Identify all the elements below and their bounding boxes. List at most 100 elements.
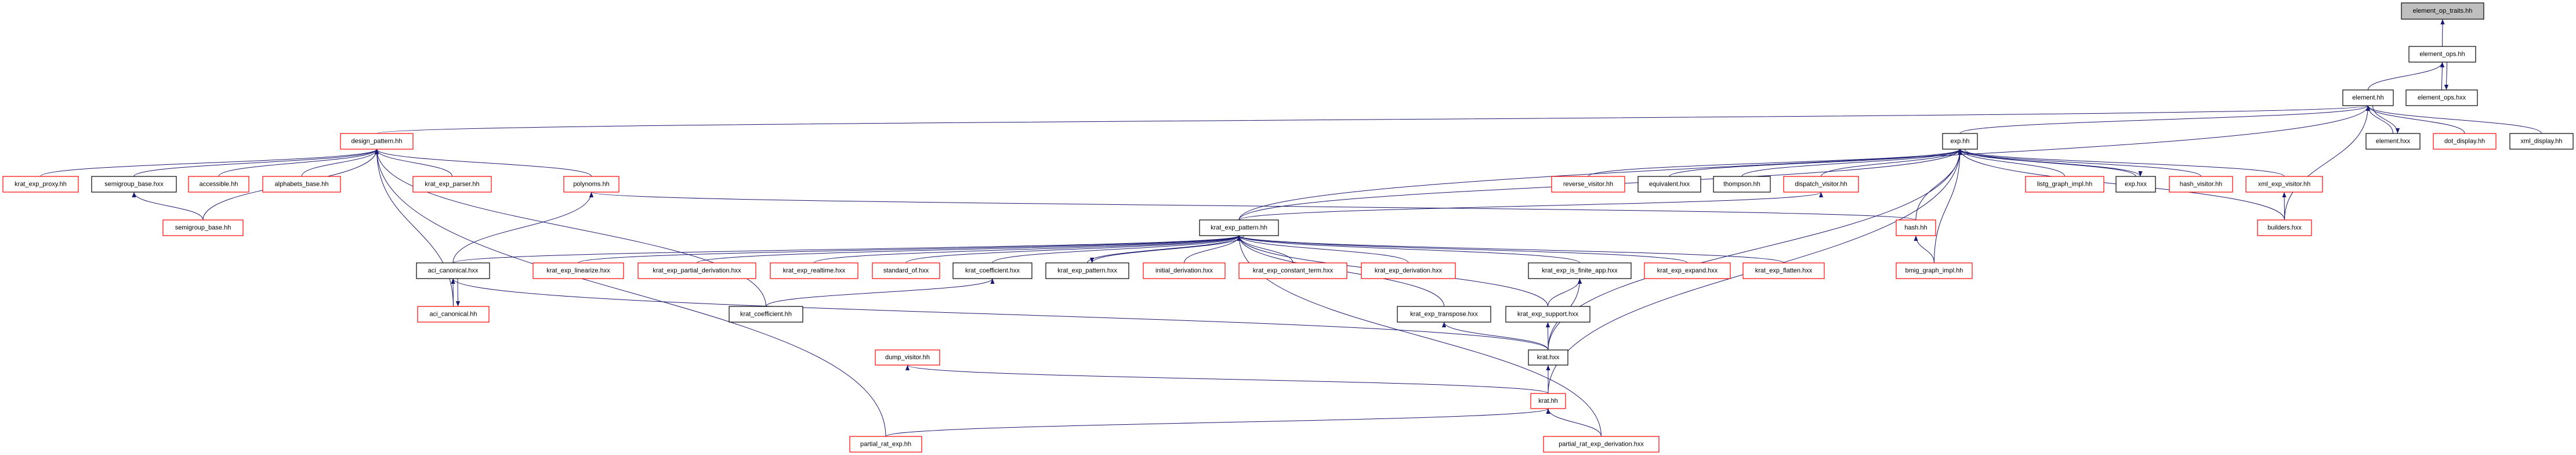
- node-krat-exp-constant-term-hxx[interactable]: krat_exp_constant_term.hxx: [1238, 262, 1347, 279]
- node-box: [2365, 133, 2421, 150]
- node-label: krat.hh: [1538, 398, 1558, 405]
- node-label: dispatch_visitor.hh: [1795, 181, 1847, 188]
- node-box: [1637, 176, 1701, 193]
- node-label: equivalent.hxx: [1649, 181, 1690, 188]
- node-krat-coefficient-hh[interactable]: krat_coefficient.hh: [729, 306, 803, 323]
- node-exp-hxx[interactable]: exp.hxx: [2115, 176, 2156, 193]
- node-bmig-graph-impl-hh[interactable]: bmig_graph_impl.hh: [1896, 262, 1973, 279]
- node-hash-hh[interactable]: hash.hh: [1896, 219, 1936, 236]
- node-box: [532, 262, 624, 279]
- node-listg-graph-impl-hh[interactable]: listg_graph_impl.hh: [2025, 176, 2104, 193]
- node-box: [417, 306, 490, 323]
- node-standard-of-hxx[interactable]: standard_of.hxx: [872, 262, 940, 279]
- node-krat-exp-parser-hh[interactable]: krat_exp_parser.hh: [412, 176, 492, 193]
- node-box: [1238, 262, 1347, 279]
- node-krat-exp-pattern-hh[interactable]: krat_exp_pattern.hh: [1199, 219, 1279, 236]
- node-label: krat_exp_proxy.hh: [15, 181, 67, 188]
- node-semigroup-base-hxx[interactable]: semigroup_base.hxx: [91, 176, 177, 193]
- node-accessible-hh[interactable]: accessible.hh: [188, 176, 249, 193]
- node-element-op-traits-hh[interactable]: element_op_traits.hh: [2401, 2, 2484, 20]
- node-krat-exp-flatten-hxx[interactable]: krat_exp_flatten.hxx: [1742, 262, 1825, 279]
- node-dot-display-hh[interactable]: dot_display.hh: [2433, 133, 2497, 150]
- edge-hash-hh-to-polynoms-hh: [589, 192, 1916, 221]
- node-box: [2245, 176, 2323, 193]
- edge-design-pattern-hh-to-element-hh: [376, 105, 2370, 134]
- edge-xml-display-hh-to-element-hh: [2366, 105, 2542, 134]
- node-box: [1045, 262, 1129, 279]
- node-xml-exp-visitor-hh[interactable]: xml_exp_visitor.hh: [2245, 176, 2323, 193]
- node-label: xml_display.hh: [2521, 138, 2563, 145]
- node-label: krat_exp_pattern.hxx: [1057, 268, 1117, 275]
- node-builders-hxx[interactable]: builders.hxx: [2257, 219, 2312, 236]
- node-element-hh[interactable]: element.hh: [2342, 89, 2394, 106]
- node-initial-derivation-hxx[interactable]: initial_derivation.hxx: [1143, 262, 1226, 279]
- node-box: [1543, 436, 1660, 453]
- edge-xml-exp-visitor-hh-to-exp-hh: [1958, 149, 2285, 177]
- node-krat-hh[interactable]: krat.hh: [1530, 393, 1566, 409]
- edge-semigroup-base-hh-to-semigroup-base-hxx: [132, 192, 204, 221]
- node-box: [2509, 133, 2574, 150]
- node-alphabets-base-hh[interactable]: alphabets_base.hh: [262, 176, 341, 193]
- edge-aci-canonical-hh-to-design-pattern-hh: [374, 149, 454, 307]
- node-box: [2342, 89, 2394, 106]
- node-krat-exp-is-finite-app-hxx[interactable]: krat_exp_is_finite_app.hxx: [1528, 262, 1632, 279]
- node-krat-exp-expand-hxx[interactable]: krat_exp_expand.hxx: [1644, 262, 1731, 279]
- node-partial-rat-exp-derivation-hxx[interactable]: partial_rat_exp_derivation.hxx: [1543, 436, 1660, 453]
- node-krat-exp-linearize-hxx[interactable]: krat_exp_linearize.hxx: [532, 262, 624, 279]
- node-partial-rat-exp-hh[interactable]: partial_rat_exp.hh: [849, 436, 922, 453]
- node-exp-hh[interactable]: exp.hh: [1942, 133, 1978, 150]
- node-krat-exp-support-hxx[interactable]: krat_exp_support.hxx: [1505, 306, 1590, 323]
- node-label: xml_exp_visitor.hh: [2258, 181, 2311, 188]
- edge-element-ops-hxx-to-element-ops-hh: [2440, 62, 2445, 91]
- node-box: [1551, 176, 1625, 193]
- node-krat-exp-pattern-hxx[interactable]: krat_exp_pattern.hxx: [1045, 262, 1129, 279]
- node-aci-canonical-hxx[interactable]: aci_canonical.hxx: [416, 262, 490, 279]
- edge-krat-exp-derivation-hxx-to-krat-exp-pattern-hh: [1237, 235, 1409, 263]
- node-label: listg_graph_impl.hh: [2037, 181, 2092, 188]
- node-xml-display-hh[interactable]: xml_display.hh: [2509, 133, 2574, 150]
- node-label: reverse_visitor.hh: [1563, 181, 1613, 188]
- edge-builders-hxx-to-xml-exp-visitor-hh: [2282, 192, 2287, 221]
- node-aci-canonical-hh[interactable]: aci_canonical.hh: [417, 306, 490, 323]
- edge-krat-hxx-to-aci-canonical-hxx: [451, 278, 1549, 351]
- node-dispatch-visitor-hh[interactable]: dispatch_visitor.hh: [1783, 176, 1859, 193]
- node-krat-exp-proxy-hh[interactable]: krat_exp_proxy.hh: [2, 176, 79, 193]
- node-label: builders.hxx: [2267, 225, 2302, 232]
- node-box: [1530, 393, 1566, 409]
- node-label: alphabets_base.hh: [275, 181, 329, 188]
- node-design-pattern-hh[interactable]: design_pattern.hh: [340, 133, 414, 150]
- node-hash-visitor-hh[interactable]: hash_visitor.hh: [2169, 176, 2233, 193]
- node-semigroup-base-hh[interactable]: semigroup_base.hh: [162, 219, 244, 236]
- node-box: [770, 262, 858, 279]
- edge-alphabets-base-hh-to-design-pattern-hh: [301, 149, 379, 177]
- edge-krat-exp-pattern-hxx-to-krat-exp-pattern-hh: [1087, 235, 1241, 263]
- node-krat-hxx[interactable]: krat.hxx: [1528, 349, 1568, 366]
- node-label: krat_coefficient.hh: [740, 311, 792, 318]
- node-dump-visitor-hh[interactable]: dump_visitor.hh: [875, 349, 940, 366]
- node-krat-exp-partial-derivation-hxx[interactable]: krat_exp_partial_derivation.hxx: [637, 262, 756, 279]
- node-thompson-hh[interactable]: thompson.hh: [1713, 176, 1771, 193]
- edge-listg-graph-impl-hh-to-exp-hh: [1958, 149, 2065, 177]
- node-krat-exp-derivation-hxx[interactable]: krat_exp_derivation.hxx: [1361, 262, 1456, 279]
- edge-dispatch-visitor-hh-to-exp-hh: [1821, 149, 1962, 177]
- edge-aci-canonical-hh-to-aci-canonical-hxx: [451, 278, 455, 307]
- node-reverse-visitor-hh[interactable]: reverse_visitor.hh: [1551, 176, 1625, 193]
- node-element-ops-hxx[interactable]: element_ops.hxx: [2405, 89, 2478, 106]
- node-box: [1199, 219, 1279, 236]
- node-label: krat_exp_flatten.hxx: [1755, 268, 1813, 275]
- node-element-hxx[interactable]: element.hxx: [2365, 133, 2421, 150]
- edge-builders-hxx-to-element-hh: [2284, 105, 2371, 221]
- node-box: [1505, 306, 1590, 323]
- edge-partial-rat-exp-hh-to-design-pattern-hh: [374, 149, 886, 437]
- node-element-ops-hh[interactable]: element_ops.hh: [2408, 46, 2476, 63]
- node-box: [91, 176, 177, 193]
- node-krat-exp-realtime-hxx[interactable]: krat_exp_realtime.hxx: [770, 262, 858, 279]
- node-polynoms-hh[interactable]: polynoms.hh: [563, 176, 619, 193]
- node-label: krat_exp_partial_derivation.hxx: [653, 268, 741, 275]
- node-label: partial_rat_exp_derivation.hxx: [1559, 441, 1644, 448]
- node-krat-coefficient-hxx[interactable]: krat_coefficient.hxx: [952, 262, 1032, 279]
- node-krat-exp-transpose-hxx[interactable]: krat_exp_transpose.hxx: [1397, 306, 1491, 323]
- node-equivalent-hxx[interactable]: equivalent.hxx: [1637, 176, 1701, 193]
